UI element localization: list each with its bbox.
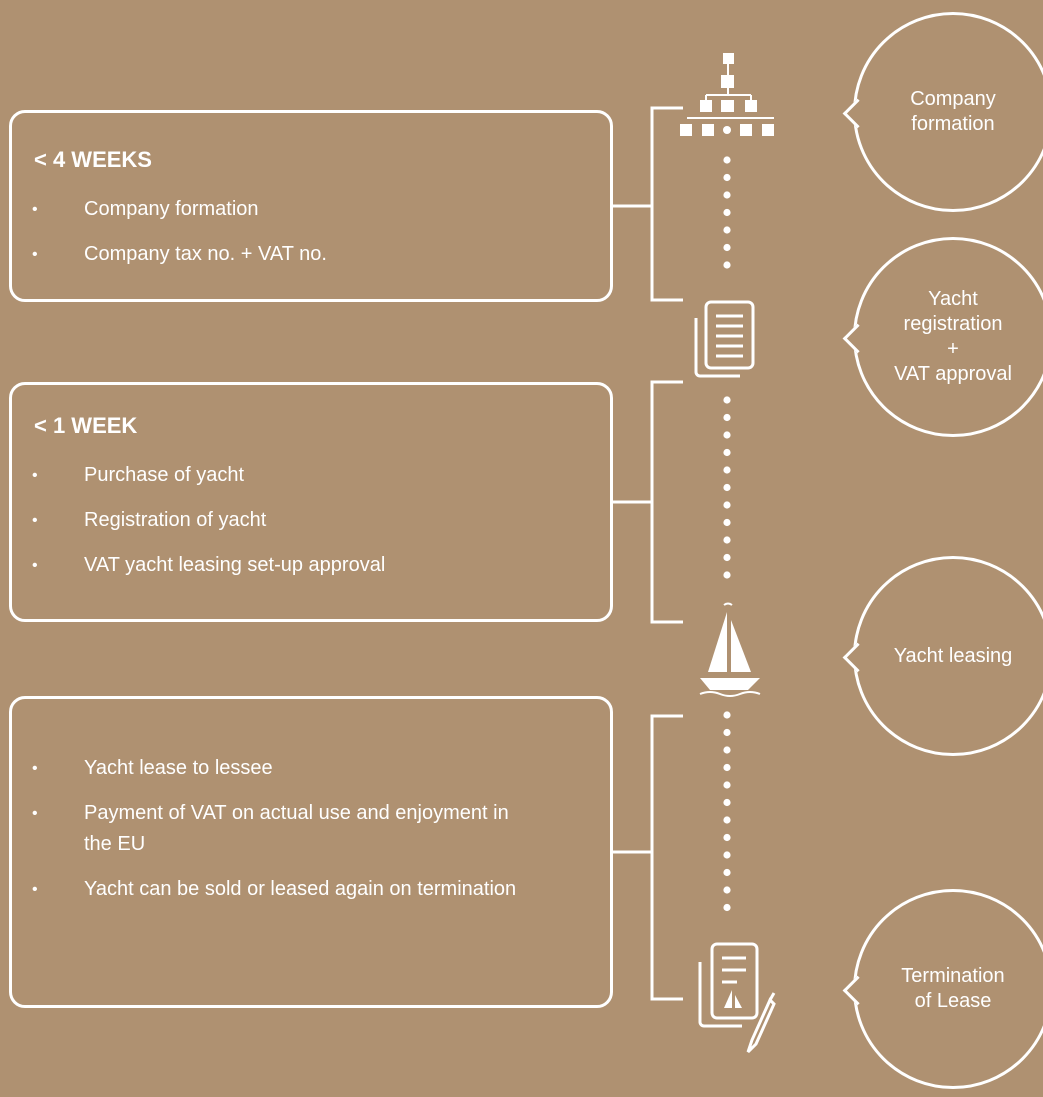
bubble-label: Company formation: [910, 88, 996, 135]
bubble-label: Yacht leasing: [893, 644, 1013, 667]
timeline-dot: [723, 711, 731, 719]
timeline-dot: [723, 746, 731, 754]
timeline-dot: [723, 466, 731, 474]
list-item: Registration of yacht: [32, 505, 590, 536]
list-item: Company formation: [32, 194, 590, 225]
timeline-dot: [723, 903, 731, 912]
timeline-dot: [723, 536, 731, 544]
connector-stage-2: [612, 380, 683, 624]
bubble-company-formation: Company formation: [853, 12, 1043, 212]
stage-1-title: < 4 WEEKS: [34, 147, 152, 172]
timeline-dot: [723, 448, 731, 457]
timeline-dot: [723, 226, 731, 234]
timeline-dot: [723, 763, 731, 772]
stage-3-list: Yacht lease to lessee Payment of VAT on …: [32, 753, 540, 919]
bubble-yacht-leasing: Yacht leasing: [853, 556, 1043, 756]
timeline-dot: [723, 173, 731, 182]
list-item: Yacht lease to lessee: [32, 753, 540, 784]
stage-1-list: Company formation Company tax no. + VAT …: [32, 194, 590, 284]
list-item: Yacht can be sold or leased again on ter…: [32, 874, 540, 905]
org-chart-icon: [680, 53, 774, 136]
timeline-dot: [723, 483, 731, 492]
list-item: VAT yacht leasing set-up approval: [32, 550, 590, 581]
stage-2-list: Purchase of yacht Registration of yacht …: [32, 460, 590, 595]
bubble-label: Termination of Lease: [901, 965, 1005, 1012]
timeline-dot: [723, 208, 731, 217]
timeline-dot: [723, 781, 731, 789]
timeline-dot: [723, 501, 731, 509]
connector-stage-1: [612, 106, 683, 302]
timeline-dot: [723, 553, 731, 562]
timeline-dot: [723, 833, 731, 842]
timeline-dot: [723, 191, 731, 199]
bubble-termination: Termination of Lease: [853, 889, 1043, 1089]
document-icon: [694, 300, 755, 378]
timeline-dots: [723, 156, 731, 912]
timeline-dot: [723, 431, 731, 439]
timeline-dot: [723, 413, 731, 422]
signed-contract-icon: [698, 942, 776, 1054]
list-item: Purchase of yacht: [32, 460, 590, 491]
timeline-dot: [723, 518, 731, 527]
list-item: Company tax no. + VAT no.: [32, 239, 590, 270]
stage-3-box: Yacht lease to lessee Payment of VAT on …: [9, 696, 613, 1008]
timeline-dot: [723, 851, 731, 859]
timeline-dot: [723, 728, 731, 737]
stage-2-title: < 1 WEEK: [34, 413, 138, 438]
timeline-dot: [723, 816, 731, 824]
stage-1-box: < 4 WEEKS Company formation Company tax …: [9, 110, 613, 302]
timeline-dot: [723, 886, 731, 894]
bubble-yacht-registration: Yacht registration + VAT approval: [853, 237, 1043, 437]
list-item: Payment of VAT on actual use and enjoyme…: [32, 798, 540, 860]
timeline-dot: [723, 243, 731, 252]
sailboat-icon: [699, 602, 761, 697]
timeline-dot: [723, 868, 731, 877]
timeline-dot: [723, 396, 731, 404]
stage-2-box: < 1 WEEK Purchase of yacht Registration …: [9, 382, 613, 622]
timeline-dot: [723, 571, 731, 579]
timeline-dot: [723, 798, 731, 807]
timeline-dot: [723, 156, 731, 164]
connector-stage-3: [612, 714, 683, 1001]
bubble-label: Yacht registration + VAT approval: [894, 288, 1012, 385]
timeline-dot: [723, 261, 731, 269]
